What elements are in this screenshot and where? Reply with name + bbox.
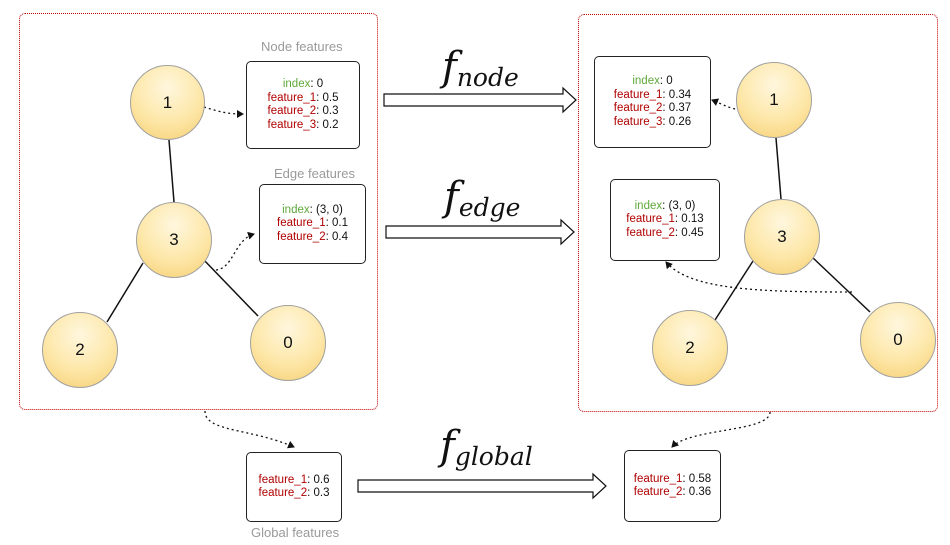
edge-1-3-output — [775, 137, 782, 200]
output-edge-features-card: index: (3, 0) feature_1: 0.13 feature_2:… — [610, 179, 720, 261]
feature-row: feature_1: 0.58 — [634, 473, 711, 487]
edge-feature-connector — [215, 231, 255, 271]
index-value: : (3, 0) — [662, 199, 696, 212]
output-node-2: 2 — [652, 310, 728, 386]
feature-row: feature_1: 0.6 — [259, 474, 330, 488]
feature-key: feature_1 — [613, 88, 663, 101]
f-subscript: edge — [458, 193, 521, 222]
index-key: index — [632, 75, 660, 87]
output-node-0: 0 — [860, 302, 936, 378]
edge-3-0-input — [201, 257, 259, 317]
node-index-row: index: 0 — [632, 75, 672, 89]
input-graph-panel — [19, 13, 378, 410]
feature-value: : 0.13 — [674, 213, 704, 226]
f-symbol: f — [440, 423, 455, 469]
output-node-3: 3 — [744, 199, 820, 275]
feature-row: feature_1: 0.13 — [626, 213, 703, 227]
input-node-features-card: index: 0 feature_1: 0.5 feature_2: 0.3 f… — [246, 61, 360, 149]
global-feature-connector-output — [671, 411, 771, 448]
feature-key: feature_2 — [626, 226, 675, 239]
feature-row: feature_2: 0.37 — [614, 102, 691, 116]
input-edge-features-card: index: (3, 0) feature_1: 0.1 feature_2: … — [259, 184, 366, 264]
edge-function-arrow — [385, 218, 575, 246]
feature-value: : 0.26 — [662, 115, 692, 128]
feature-key: feature_2 — [258, 487, 308, 499]
edge-3-2-input — [106, 262, 144, 323]
input-node-2: 2 — [42, 312, 118, 388]
output-global-features-card: feature_1: 0.58 feature_2: 0.36 — [624, 450, 721, 522]
feature-row: feature_2: 0.3 — [259, 487, 330, 501]
feature-key: feature_2 — [267, 105, 317, 117]
feature-row: feature_2: 0.36 — [634, 486, 711, 500]
input-node-0: 0 — [250, 305, 326, 381]
node-feature-connector-output — [711, 98, 741, 111]
edge-3-0-output — [811, 256, 871, 313]
index-value: : 0 — [659, 75, 673, 87]
feature-value: : 0.36 — [682, 486, 712, 498]
f-subscript: node — [456, 63, 519, 92]
feature-value: : 0.37 — [662, 102, 692, 114]
f-edge-label: fedge — [444, 174, 521, 222]
feature-row: feature_3: 0.26 — [614, 116, 691, 130]
feature-value: : 0.45 — [674, 226, 704, 239]
feature-value: : 0.1 — [325, 217, 348, 230]
feature-key: feature_1 — [626, 213, 675, 226]
output-graph-panel — [578, 14, 938, 412]
feature-row: feature_2: 0.4 — [277, 231, 348, 245]
feature-key: feature_1 — [633, 472, 683, 485]
index-key: index — [282, 203, 310, 216]
node-function-arrow — [383, 86, 577, 114]
index-value: : (3, 0) — [309, 203, 343, 216]
feature-key: feature_2 — [613, 102, 663, 114]
feature-value: : 0.58 — [682, 472, 712, 485]
feature-key: feature_1 — [277, 217, 326, 230]
feature-key: feature_1 — [267, 91, 317, 104]
feature-value: : 0.5 — [316, 91, 339, 104]
edge-features-caption: Edge features — [274, 166, 355, 181]
global-function-arrow — [357, 472, 607, 500]
feature-value: : 0.4 — [325, 230, 348, 243]
feature-value: : 0.3 — [316, 105, 339, 117]
index-value: : 0 — [310, 78, 324, 90]
input-node-1: 1 — [130, 65, 205, 140]
output-node-features-card: index: 0 feature_1: 0.34 feature_2: 0.37… — [594, 56, 711, 148]
f-global-label: fglobal — [440, 423, 533, 471]
feature-row: feature_1: 0.1 — [277, 217, 348, 231]
global-feature-connector-input — [204, 410, 295, 449]
feature-key: feature_3 — [267, 118, 317, 131]
edge-1-3-input — [168, 139, 175, 203]
feature-key: feature_1 — [258, 473, 308, 486]
node-index-row: index: 0 — [283, 78, 323, 92]
index-key: index — [282, 78, 311, 90]
feature-value: : 0.2 — [316, 118, 339, 131]
f-symbol: f — [442, 44, 457, 90]
feature-key: feature_2 — [277, 230, 326, 243]
node-features-caption: Node features — [261, 39, 343, 54]
edge-3-2-output — [714, 260, 754, 321]
feature-value: : 0.3 — [307, 487, 330, 499]
global-features-caption: Global features — [251, 525, 340, 540]
feature-row: feature_1: 0.34 — [614, 89, 691, 103]
feature-row: feature_1: 0.5 — [268, 92, 339, 106]
output-node-1: 1 — [736, 62, 812, 138]
input-global-features-card: feature_1: 0.6 feature_2: 0.3 — [246, 452, 342, 522]
feature-value: : 0.34 — [662, 88, 692, 101]
f-node-label: fnode — [442, 44, 519, 92]
feature-value: : 0.6 — [307, 473, 330, 486]
edge-index-row: index: (3, 0) — [635, 200, 696, 214]
f-subscript: global — [454, 442, 533, 471]
feature-row: feature_2: 0.3 — [268, 105, 339, 119]
feature-key: feature_2 — [633, 486, 683, 498]
feature-row: feature_3: 0.2 — [268, 119, 339, 133]
node-feature-connector — [203, 106, 244, 118]
edge-index-row: index: (3, 0) — [282, 204, 343, 218]
input-node-3: 3 — [136, 202, 212, 278]
feature-key: feature_3 — [613, 115, 663, 128]
feature-row: feature_2: 0.45 — [626, 227, 703, 241]
index-key: index — [634, 199, 663, 212]
f-symbol: f — [444, 174, 459, 220]
